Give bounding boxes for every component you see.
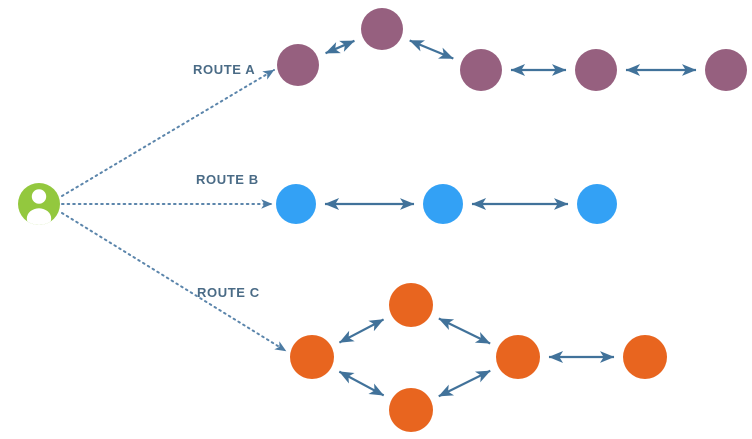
route-node[interactable] — [290, 335, 334, 379]
source-connectors — [61, 69, 287, 352]
route-node[interactable] — [389, 283, 433, 327]
route-node[interactable] — [575, 49, 617, 91]
route-edge — [325, 39, 355, 55]
route-edge — [409, 39, 454, 60]
route-node[interactable] — [623, 335, 667, 379]
source-connector — [61, 69, 275, 197]
route-node[interactable] — [496, 335, 540, 379]
route-node[interactable] — [277, 44, 319, 86]
route-node[interactable] — [389, 388, 433, 432]
route-nodes — [276, 8, 747, 432]
route-edges — [324, 39, 697, 398]
route-b-label: ROUTE B — [196, 172, 259, 187]
route-edge — [338, 370, 385, 397]
source-connector — [61, 212, 287, 352]
route-edge — [338, 318, 385, 344]
route-node[interactable] — [705, 49, 747, 91]
route-node[interactable] — [577, 184, 617, 224]
route-node[interactable] — [361, 8, 403, 50]
route-node[interactable] — [423, 184, 463, 224]
route-edge — [438, 317, 491, 345]
route-node[interactable] — [276, 184, 316, 224]
route-c-label: ROUTE C — [197, 285, 260, 300]
route-edge — [438, 369, 491, 398]
user-avatar-icon[interactable] — [18, 183, 60, 229]
route-node[interactable] — [460, 49, 502, 91]
route-a-label: ROUTE A — [193, 62, 256, 77]
avatar-person-glyph — [26, 189, 52, 225]
